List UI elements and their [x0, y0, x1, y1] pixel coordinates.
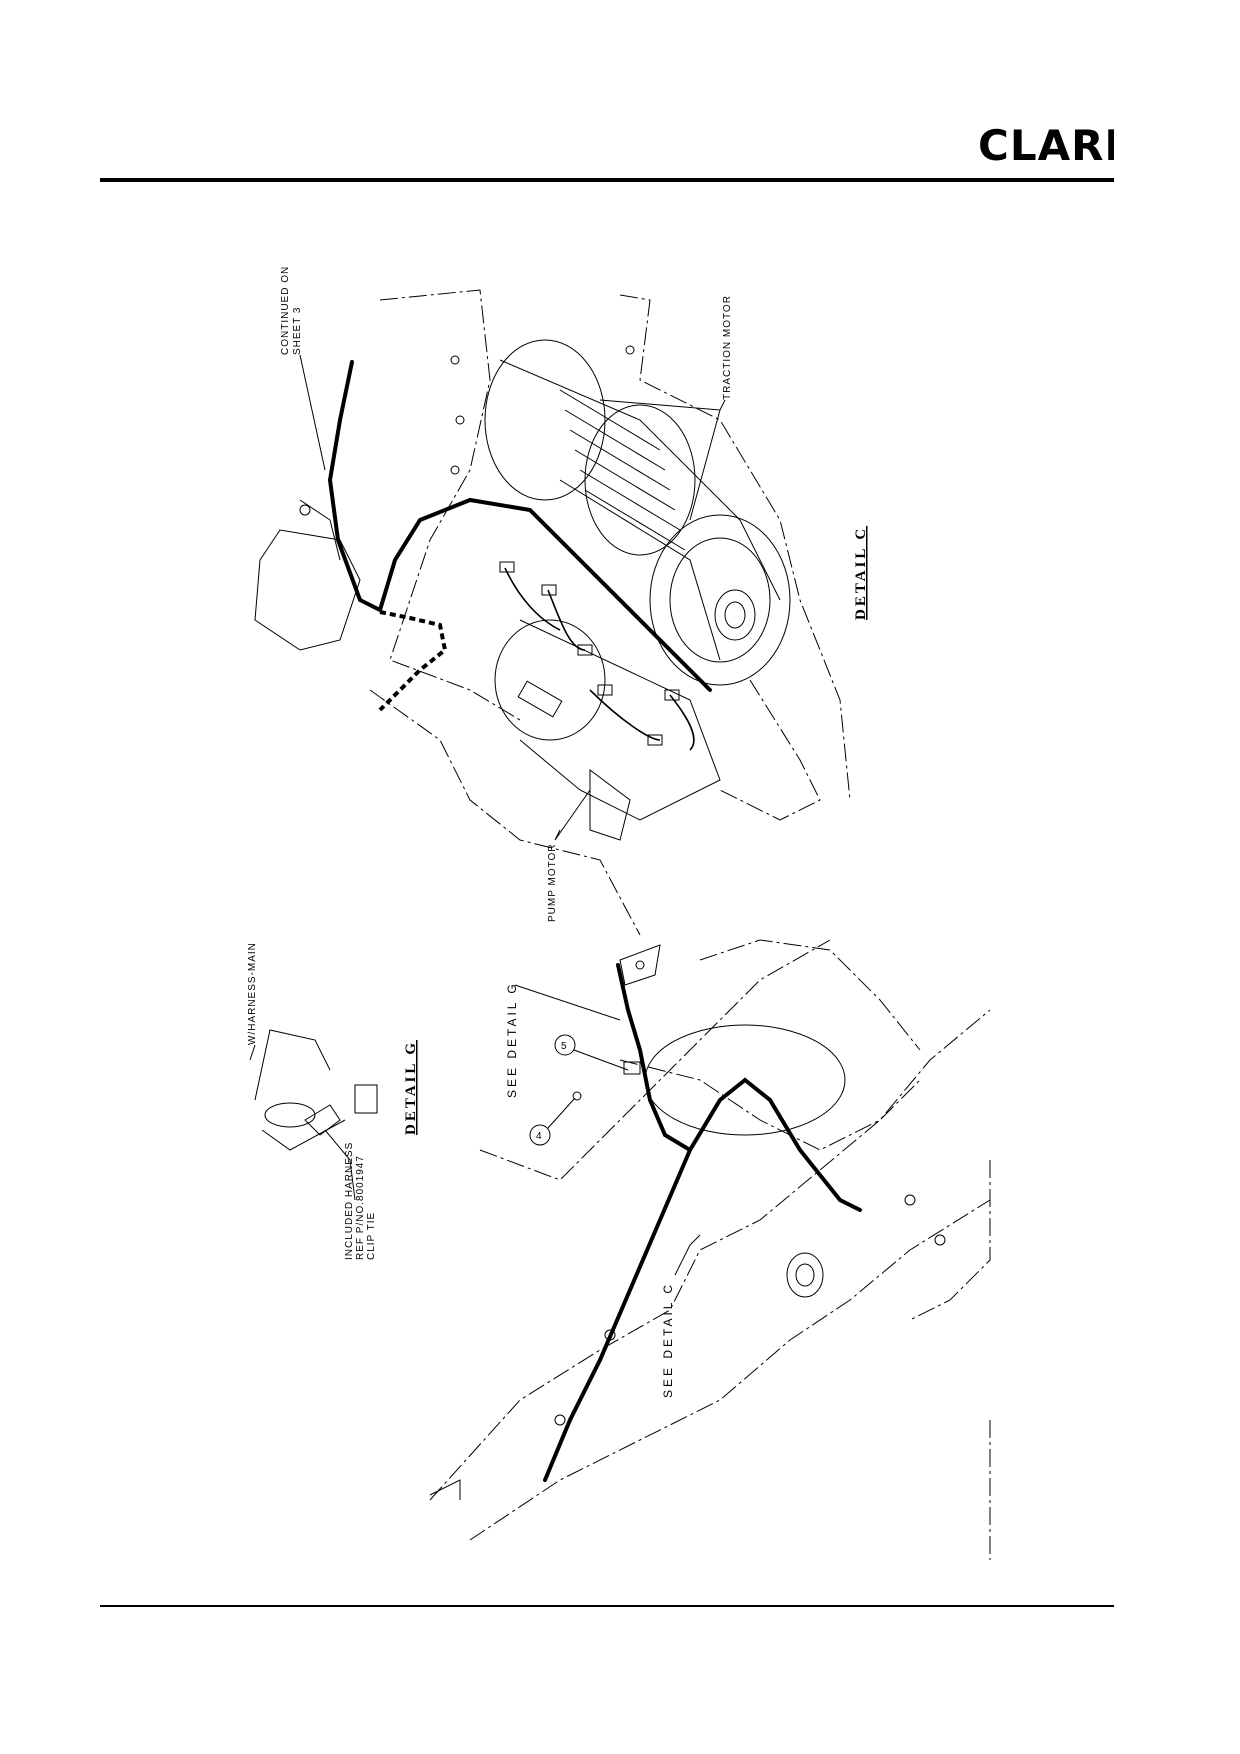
- traction-motor: [484, 339, 791, 686]
- connector: [664, 689, 680, 701]
- motor-face-inner: [669, 537, 771, 663]
- connector: [541, 584, 557, 596]
- callout-5-circle: [554, 1034, 576, 1056]
- clark-logo-mark: CLARK: [978, 121, 1137, 170]
- lower-harness-upper: [616, 963, 692, 1152]
- bracket-hole: [299, 504, 311, 516]
- motor-body: [499, 359, 781, 661]
- frame-hole: [904, 1194, 916, 1206]
- clip-note-leader: [324, 1129, 356, 1201]
- frame-rail-upper: [429, 1009, 991, 1501]
- pump-housing: [589, 769, 631, 841]
- frame-hole: [554, 1414, 566, 1426]
- callout-5-number: 5: [561, 1041, 567, 1052]
- detail-c-drawing: CONTINUED ON SHEET 3 TRACTION MOTOR PUMP…: [254, 266, 869, 936]
- harness-main-leader: [249, 1044, 256, 1061]
- callout-5-leader: [573, 1049, 629, 1071]
- wire-connectors: [499, 561, 680, 746]
- pump-motor-leader: [554, 789, 591, 841]
- connector: [647, 734, 663, 746]
- detail-g-drawing: W/HARNESS-MAIN INCLUDED HARNESS REF P/NO…: [247, 942, 419, 1260]
- clip-band: [264, 1102, 316, 1128]
- traction-motor-leader: [599, 399, 726, 521]
- frame-hole: [455, 415, 465, 425]
- frame-outline-bottom: [369, 689, 641, 936]
- traction-motor-label: TRACTION MOTOR: [722, 295, 733, 400]
- clip-note-line1: INCLUDED HARNESS: [344, 1142, 355, 1260]
- frame-right-edge: [909, 1160, 991, 1560]
- axle-housing: [699, 939, 921, 1051]
- pump-end: [494, 619, 606, 741]
- controller-bracket: [299, 499, 341, 561]
- see-detail-c-leader: [674, 1234, 701, 1276]
- controller-outline: [254, 529, 361, 651]
- fastener-4: [572, 1091, 582, 1101]
- lower-harness-main: [543, 1148, 692, 1482]
- frame-outline-left: [379, 289, 521, 721]
- header-rule: [100, 178, 1114, 182]
- motor-face: [649, 514, 791, 686]
- frame-hole: [934, 1234, 946, 1246]
- branch-wires: [504, 567, 695, 751]
- mount-bracket: [619, 944, 661, 986]
- frame-rail-lower: [469, 1199, 991, 1541]
- pivot-eye: [786, 1252, 824, 1298]
- frame-outline-right: [619, 294, 851, 801]
- see-detail-g-leader: [514, 984, 621, 1021]
- callout-4-number: 4: [536, 1131, 542, 1142]
- clip-5: [623, 1061, 641, 1075]
- bracket-hole: [635, 960, 645, 970]
- harness-main-label: W/HARNESS-MAIN: [247, 942, 258, 1045]
- frame-end-tab: [429, 1479, 461, 1500]
- sheet-3-label: SHEET 3: [292, 307, 303, 356]
- frame-member: [479, 939, 831, 1181]
- lower-assembly-drawing: 4 5 SEE DETAIL G SEE DETAIL C: [429, 939, 991, 1560]
- clark-logo: CLARK: [978, 118, 1137, 170]
- main-harness: [327, 360, 712, 692]
- frame-bracket: [719, 679, 821, 821]
- harness-segment: [254, 1029, 346, 1151]
- detail-c-title: DETAIL C: [853, 526, 869, 620]
- clip-tab: [354, 1084, 378, 1114]
- motor-fins: [559, 389, 686, 551]
- lower-harness-branch: [688, 1077, 862, 1212]
- connector: [597, 684, 613, 696]
- connector: [577, 644, 593, 656]
- frame-hole: [450, 355, 460, 365]
- motor-band: [584, 404, 696, 556]
- harness-continuation: [378, 610, 448, 712]
- motor-shaft-core: [724, 601, 746, 629]
- clip-note-line3: CLIP TIE: [366, 1212, 377, 1260]
- see-detail-g-label: SEE DETAIL G: [505, 981, 519, 1098]
- pivot-eye-inner: [795, 1263, 815, 1287]
- clip-head: [304, 1104, 341, 1136]
- see-detail-c-label: SEE DETAIL C: [661, 1282, 675, 1398]
- callout-4-leader: [547, 1097, 576, 1129]
- frame-hole: [625, 345, 635, 355]
- continued-leader: [299, 354, 326, 471]
- pump-motor: [494, 619, 721, 841]
- pump-motor-label: PUMP MOTOR: [547, 843, 558, 922]
- continued-on-label: CONTINUED ON: [280, 266, 291, 355]
- clip-note-line2: REF P/NO.8001947: [355, 1155, 366, 1260]
- footer-rule: [100, 1605, 1114, 1607]
- pump-body: [519, 619, 721, 821]
- motor-end-cap: [484, 339, 606, 501]
- frame-hole: [450, 465, 460, 475]
- motor-shaft: [714, 589, 756, 641]
- callout-4-circle: [529, 1124, 551, 1146]
- controller-box: [254, 499, 361, 651]
- brand-text: CLARK: [978, 121, 1114, 168]
- detail-g-title: DETAIL G: [403, 1040, 419, 1135]
- terminal-block: [517, 680, 563, 718]
